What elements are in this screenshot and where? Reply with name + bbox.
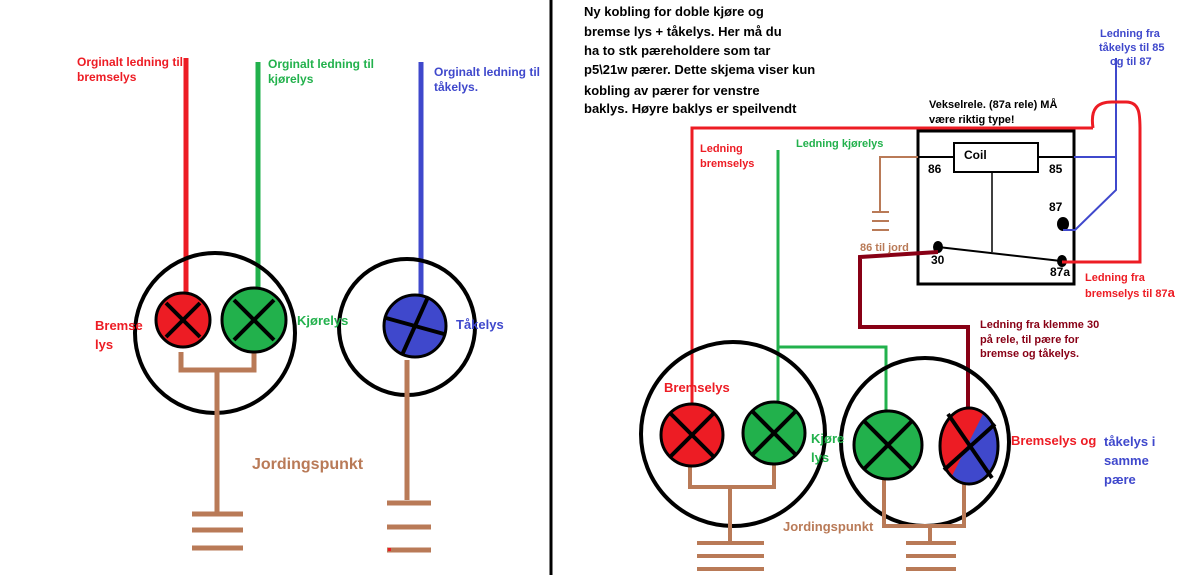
left-ground-symbol-1	[192, 511, 243, 551]
right-brake-label: Bremselys	[664, 380, 730, 395]
wire-brake-main	[690, 126, 1093, 435]
relay-switch-arm	[937, 246, 1062, 262]
relay-box	[916, 129, 1076, 286]
combo-label-red: Bremselys og	[1011, 433, 1096, 448]
right-drive-label: Kjøre lys	[811, 431, 848, 465]
wire-86-ground	[879, 156, 918, 211]
fog-feed-label: Ledning fra tåkelys til 85 og til 87	[1099, 28, 1168, 68]
relay-coil-label: Coil	[964, 148, 987, 162]
brake-wire-label: Ledning bremselys	[700, 143, 754, 170]
relay-coil	[953, 142, 1039, 173]
right-lamp-holder-1	[639, 340, 827, 528]
terminal-30-label: Ledning fra klemme 30 på rele, til pære …	[980, 319, 1102, 360]
orig-brake-label: Orginalt ledning til bremselys	[77, 55, 186, 84]
relay-ground-symbol	[872, 211, 889, 231]
right-ground-symbol-2	[906, 541, 956, 571]
combo-label-blue: tåkelys i samme pære	[1104, 434, 1159, 487]
right-ground-wiring	[688, 465, 966, 542]
orig-drive-label: Orginalt ledning til kjørelys	[268, 57, 377, 86]
right-bulb-combo	[938, 406, 1000, 486]
left-ground-label: Jordingspunkt	[252, 456, 364, 473]
left-ground-wiring	[178, 352, 410, 512]
left-bulb-fog	[382, 293, 448, 359]
left-fog-label: Tåkelys	[456, 317, 504, 332]
orig-fog-label: Orginalt ledning til tåkelys.	[434, 65, 543, 94]
right-bulb-drive-2	[852, 409, 924, 481]
right-bulb-drive-1	[741, 400, 807, 466]
relay-pin-85: 85	[1049, 162, 1063, 176]
relay-pin-30: 30	[931, 253, 945, 267]
left-bulb-brake	[154, 291, 212, 349]
left-bulb-drive	[220, 286, 288, 354]
left-drive-label: Kjørelys	[297, 313, 348, 328]
right-ground-symbol-1	[697, 541, 764, 571]
pin-30-contact	[933, 241, 943, 253]
relay-note: Vekselrele. (87a rele) MÅ være riktig ty…	[929, 98, 1060, 126]
relay-pin-86: 86	[928, 162, 942, 176]
left-ground-symbol-2	[387, 500, 431, 553]
right-ground-label: Jordingspunkt	[783, 519, 874, 534]
left-brake-label: Bremse lys	[95, 318, 146, 352]
relay-pin-87a: 87a	[1050, 265, 1070, 279]
brake-87a-label: Ledning fra bremselys til 87a	[1085, 272, 1176, 300]
stray-red-dot	[388, 548, 391, 551]
pin-87-contact	[1057, 217, 1069, 231]
drive-wire-label: Ledning kjørelys	[796, 138, 883, 150]
wire-drive-branch	[778, 345, 888, 418]
wire-fog-to-87	[1063, 157, 1117, 231]
relay-pin-87: 87	[1049, 200, 1063, 214]
wire-brake-to-87a	[1062, 100, 1142, 264]
intro-text: Ny kobling for doble kjøre og bremse lys…	[584, 4, 819, 116]
right-bulb-brake	[659, 402, 725, 468]
ground-86-label: 86 til jord	[860, 242, 909, 254]
wire-terminal-30	[858, 250, 970, 412]
